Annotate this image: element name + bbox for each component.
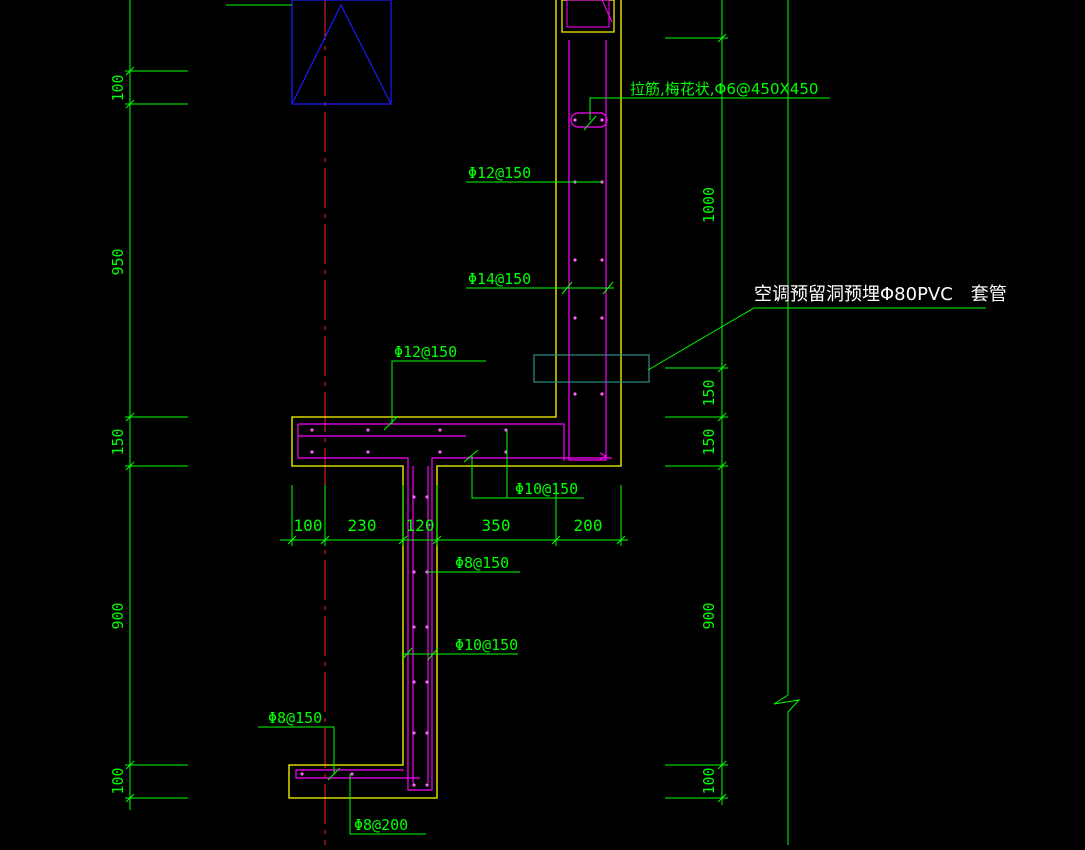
left-dim-labels: 100 950 150 900 100 <box>109 74 127 794</box>
horizontal-dimension-chain <box>280 485 628 546</box>
pvc-sleeve <box>533 354 650 383</box>
left-dim-4: 100 <box>109 767 127 794</box>
h-dim-3: 350 <box>482 516 511 535</box>
wall-top-detail <box>561 0 615 33</box>
left-dim-1: 950 <box>109 248 127 275</box>
label-bottom-slab-h: Φ8@150 <box>268 709 322 727</box>
left-dim-3: 900 <box>109 602 127 629</box>
left-dimension-chain <box>125 0 188 810</box>
label-slab-top: Φ12@150 <box>394 343 457 361</box>
right-dim-4: 100 <box>700 767 718 794</box>
sleeve-note: 空调预留洞预埋Φ80PVC 套管 <box>754 284 1007 305</box>
label-stem-h: Φ8@150 <box>455 554 509 572</box>
break-line <box>773 0 801 845</box>
rebar-dots <box>300 118 604 787</box>
rebar-cage <box>295 40 612 791</box>
right-dim-0: 1000 <box>700 187 718 223</box>
right-dimension-chain <box>665 0 728 805</box>
h-dim-1: 230 <box>348 516 377 535</box>
right-dim-2: 150 <box>700 428 718 455</box>
right-dim-labels: 1000 150 150 900 100 <box>700 187 718 795</box>
h-dim-4: 200 <box>574 516 603 535</box>
concrete-outline <box>288 0 622 799</box>
right-dim-3: 900 <box>700 602 718 629</box>
label-tie: 拉筋,梅花状,Φ6@450X450 <box>630 80 818 98</box>
right-dim-1: 150 <box>700 379 718 406</box>
label-bottom-slab-v: Φ8@200 <box>354 816 408 834</box>
label-wall-h: Φ12@150 <box>468 164 531 182</box>
wall-top-rebar <box>566 0 613 28</box>
left-dim-2: 150 <box>109 428 127 455</box>
label-stem-v: Φ10@150 <box>455 636 518 654</box>
left-dim-0: 100 <box>109 74 127 101</box>
label-wall-v: Φ14@150 <box>468 270 531 288</box>
leader-lines <box>258 97 986 835</box>
label-slab-bottom: Φ10@150 <box>515 480 578 498</box>
h-dim-2: 120 <box>406 516 435 535</box>
window-symbol <box>291 0 392 105</box>
horizontal-dim-labels: 100 230 120 350 200 <box>294 516 603 535</box>
rebar-labels: 拉筋,梅花状,Φ6@450X450 Φ12@150 Φ14@150 Φ12@15… <box>268 80 818 834</box>
h-dim-0: 100 <box>294 516 323 535</box>
